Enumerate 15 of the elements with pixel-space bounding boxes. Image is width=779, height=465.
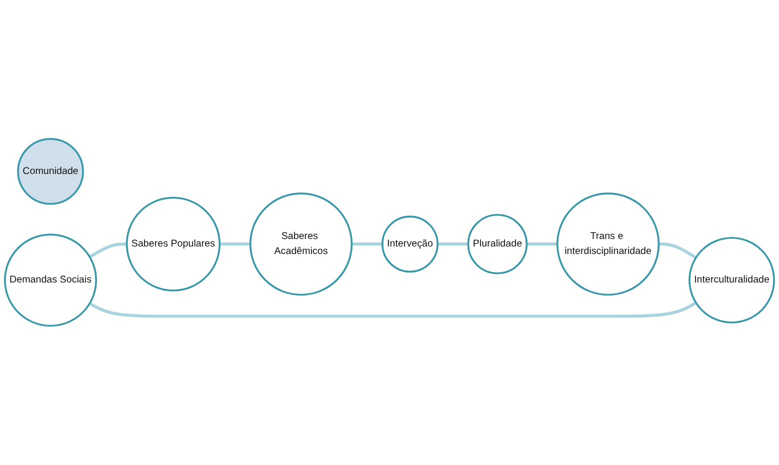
node-circle: Pluralidade (467, 214, 528, 274)
connector (438, 242, 468, 246)
node-circle: Trans e interdisciplinaridade (556, 192, 660, 296)
node-circle: Demandas Sociais (4, 234, 98, 327)
connector (352, 242, 382, 246)
node-circle: Saberes Populares (126, 196, 221, 292)
connector (220, 242, 250, 246)
connector (88, 242, 127, 258)
node-circle: Interculturalidade (688, 237, 775, 324)
node-circle: Saberes Acadêmicos (249, 192, 353, 296)
node-circle: Interveção (382, 216, 438, 273)
node-circle: Comunidade (17, 138, 84, 205)
connector (526, 242, 558, 246)
connector (88, 301, 697, 318)
connector (658, 242, 697, 260)
